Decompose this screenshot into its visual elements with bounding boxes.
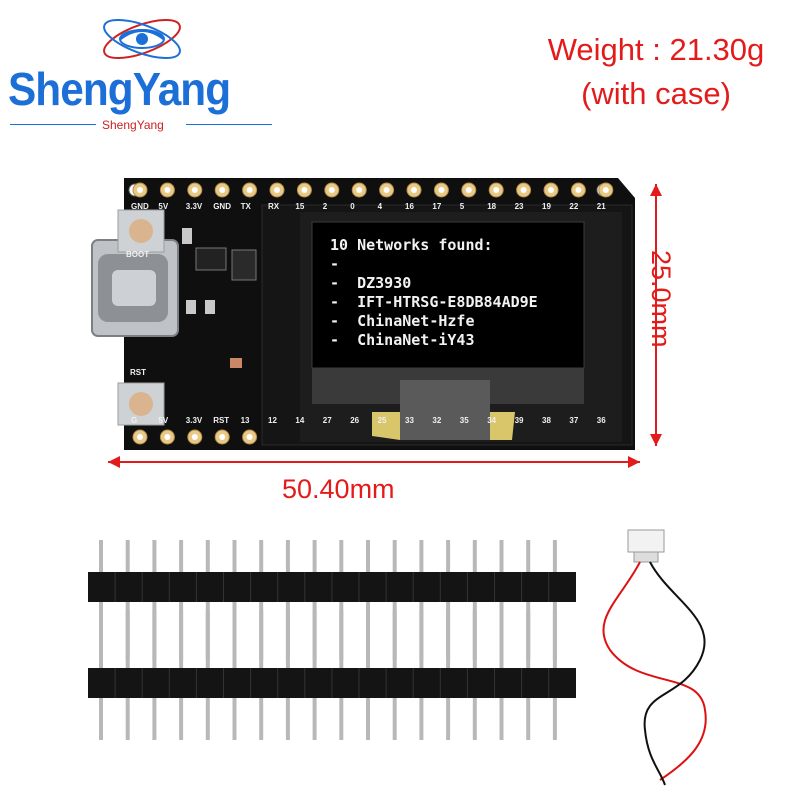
bottom-pin-label: 38 xyxy=(542,416,551,425)
pin-hole xyxy=(246,187,253,193)
brand-divider-right xyxy=(186,124,272,125)
pin-hole xyxy=(493,187,500,193)
top-pin-label: 19 xyxy=(542,202,551,211)
top-pin-label: 3.3V xyxy=(185,202,203,211)
oled-text-line: - ChinaNet-Hzfe xyxy=(330,312,475,330)
pin-hole xyxy=(520,187,527,193)
width-dimension: 50.40mm xyxy=(282,474,395,504)
top-pin-label: RX xyxy=(268,202,280,211)
bottom-pin-label: G xyxy=(131,416,138,425)
bottom-pin-label: 14 xyxy=(295,416,305,425)
bottom-pin-label: 36 xyxy=(596,416,606,425)
pin-hole xyxy=(411,187,417,193)
weight-info: Weight : 21.30g (with case) xyxy=(525,28,787,116)
pin-hole xyxy=(164,434,171,440)
pin-hole xyxy=(191,187,198,193)
bottom-pin-label: RST xyxy=(213,416,230,425)
bottom-pin-label: 3.3V xyxy=(185,416,203,425)
oled-text-line: - ChinaNet-iY43 xyxy=(330,331,475,349)
top-pin-label: GND xyxy=(131,202,149,211)
top-pin-label: 23 xyxy=(514,202,524,211)
brand-divider-left xyxy=(10,124,96,125)
bottom-pin-label: 33 xyxy=(405,416,414,425)
pin-hole xyxy=(602,187,609,193)
bottom-pin-label: 32 xyxy=(432,416,442,425)
pin-hole xyxy=(301,187,308,193)
pin-hole xyxy=(383,187,390,193)
top-pin-label: 17 xyxy=(432,202,442,211)
bottom-pin-label: 25 xyxy=(377,416,387,425)
rst-label: RST xyxy=(130,368,146,377)
top-pin-label: 15 xyxy=(295,202,305,211)
bottom-pin-label: 39 xyxy=(514,416,524,425)
pin-hole xyxy=(328,187,335,193)
top-pin-label: TX xyxy=(240,202,251,211)
oled-text-line: - IFT-HTRSG-E8DB84AD9E xyxy=(330,293,538,311)
pin-hole xyxy=(356,187,363,193)
oled-text-line: 10 Networks found: xyxy=(330,236,493,254)
bottom-pin-label: 37 xyxy=(569,416,579,425)
weight-line: Weight : 21.30g xyxy=(547,32,765,67)
case-note: (with case) xyxy=(581,76,731,111)
bottom-pin-label: 13 xyxy=(240,416,250,425)
oled-text-line: - DZ3930 xyxy=(330,274,412,292)
oled-text-line: - xyxy=(330,255,340,273)
top-pin-label: 22 xyxy=(569,202,579,211)
brand-subtitle: ShengYang xyxy=(102,118,164,132)
pin-hole xyxy=(137,434,143,440)
top-pin-label: 5V xyxy=(158,202,169,211)
bottom-pin-label: 34 xyxy=(487,416,497,425)
top-pin-label: 0 xyxy=(350,202,355,211)
top-pin-label: 5 xyxy=(459,202,465,211)
top-pin-label: 2 xyxy=(322,202,328,211)
pin-hole xyxy=(246,434,253,440)
top-pin-label: 4 xyxy=(377,202,383,211)
top-pin-label: GND xyxy=(213,202,231,211)
pin-hole xyxy=(219,187,226,193)
boot-label: BOOT xyxy=(126,250,150,259)
pin-hole xyxy=(219,434,226,440)
top-pin-label: 21 xyxy=(596,202,606,211)
top-pin-label: 18 xyxy=(487,202,497,211)
bottom-pin-label: 26 xyxy=(350,416,360,425)
brand-name: ShengYang xyxy=(8,63,231,115)
bottom-pin-label: 35 xyxy=(459,416,469,425)
pin-hole xyxy=(137,187,143,193)
pin-hole xyxy=(274,187,280,193)
bottom-pin-label: 12 xyxy=(268,416,277,425)
eye-logo-icon xyxy=(103,19,181,59)
pin-hole xyxy=(191,434,198,440)
pin-hole xyxy=(548,187,554,193)
bottom-pin-label: 27 xyxy=(322,416,332,425)
bottom-pin-label: 5V xyxy=(158,416,169,425)
pin-hole xyxy=(465,187,472,193)
pin-hole xyxy=(438,187,445,193)
pin-hole xyxy=(164,187,171,193)
top-pin-label: 16 xyxy=(405,202,414,211)
pin-hole xyxy=(575,187,582,193)
